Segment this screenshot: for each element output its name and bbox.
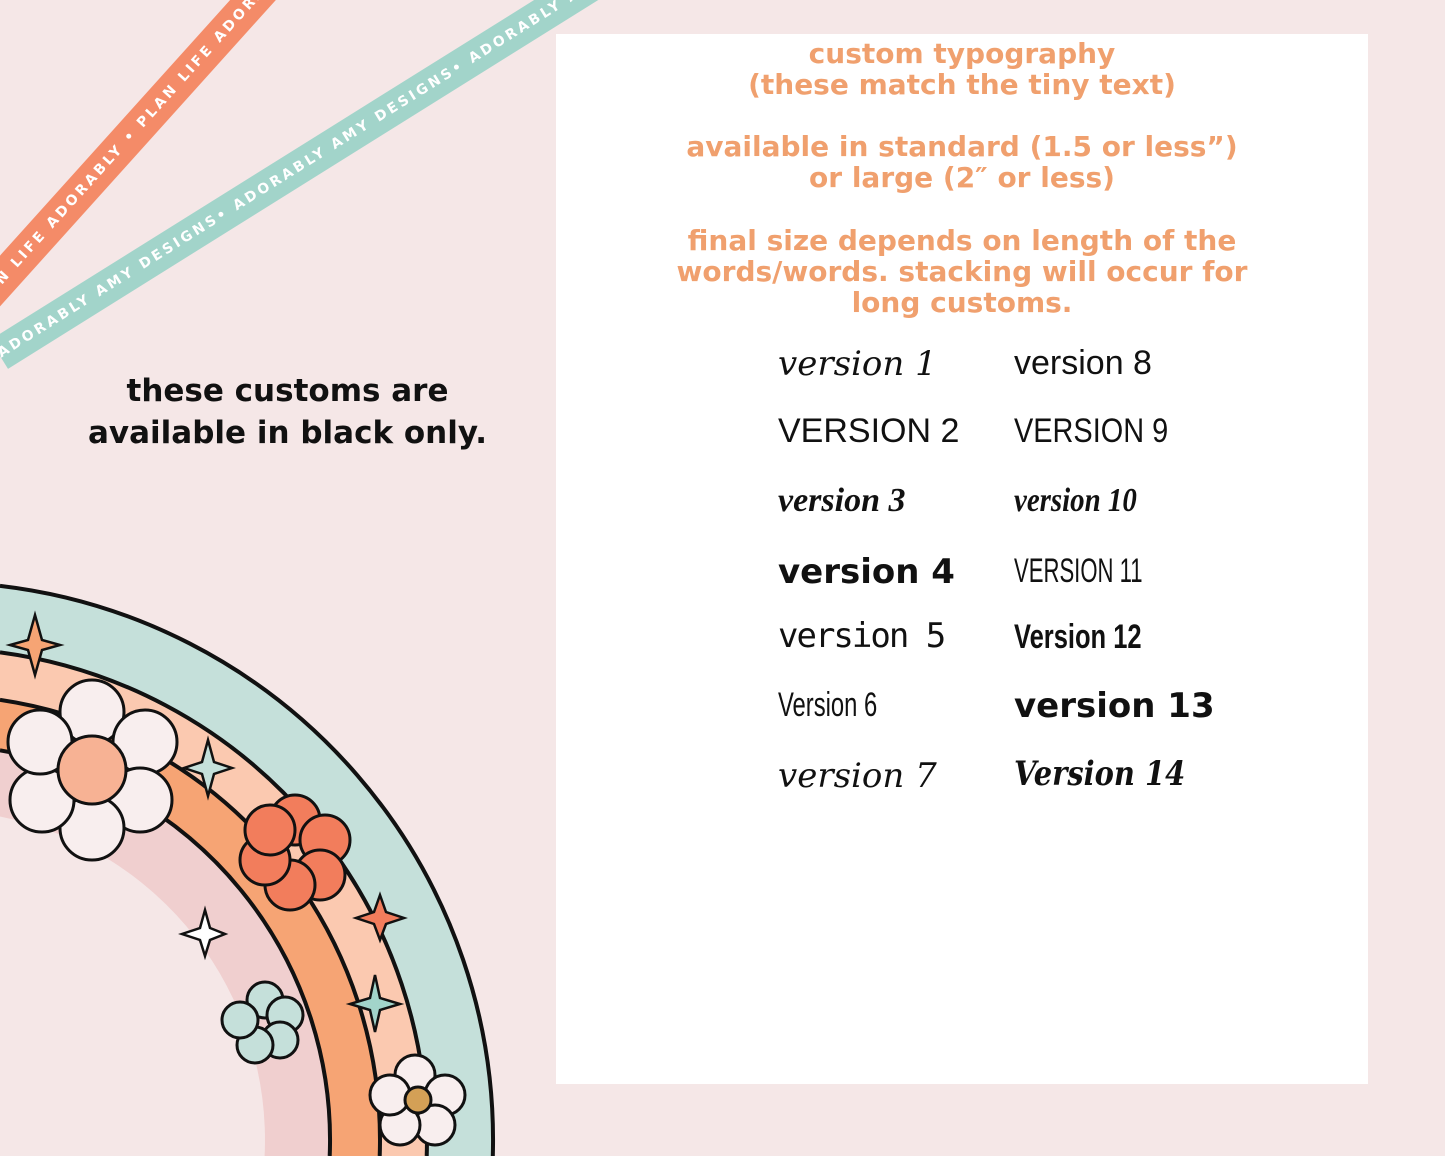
info-sizes: available in standard (1.5 or less”) or …	[556, 131, 1368, 193]
availability-note: these customs are available in black onl…	[88, 373, 487, 451]
teal-flower-icon	[220, 980, 305, 1065]
info-line: or large (2″ or less)	[809, 161, 1115, 194]
font-sample-4: version 4	[778, 552, 955, 592]
font-sample-5: version 5	[778, 616, 946, 656]
rainbow-illustration	[0, 583, 496, 1156]
sparkle-icons	[5, 610, 408, 1033]
info-heading: custom typography (these match the tiny …	[556, 38, 1368, 100]
coral-ribbon: PLAN LIFE ADORABLY • PLAN LIFE ADORABLY …	[0, 0, 468, 323]
typography-card: custom typography (these match the tiny …	[556, 34, 1368, 1084]
info-stacking: final size depends on length of the word…	[556, 225, 1368, 318]
info-line: words/words. stacking will occur for	[676, 255, 1248, 288]
info-line: (these match the tiny text)	[748, 68, 1176, 101]
font-sample-12: Version 12	[1014, 618, 1142, 656]
info-line: available in standard (1.5 or less”)	[686, 130, 1238, 163]
font-sample-14: Version 14	[1014, 754, 1186, 794]
font-sample-6: Version 6	[778, 686, 878, 724]
font-sample-7: version 7	[778, 756, 937, 796]
font-sample-3: version 3	[778, 482, 906, 519]
smiley-flower-icon	[6, 678, 179, 862]
font-sample-1: version 1	[778, 344, 937, 384]
info-line: final size depends on length of the	[687, 224, 1237, 257]
font-sample-10: version 10	[1014, 482, 1137, 519]
font-sample-8: version 8	[1014, 344, 1152, 382]
coral-flower-icon	[238, 793, 352, 912]
white-flower-icon	[368, 1053, 467, 1147]
font-sample-13: version 13	[1014, 686, 1215, 726]
font-sample-9: VERSION 9	[1014, 412, 1169, 450]
font-sample-2: VERSION 2	[778, 412, 960, 450]
info-line: long customs.	[851, 286, 1073, 319]
info-line: custom typography	[808, 37, 1116, 70]
font-sample-11: VERSION 11	[1014, 552, 1143, 590]
